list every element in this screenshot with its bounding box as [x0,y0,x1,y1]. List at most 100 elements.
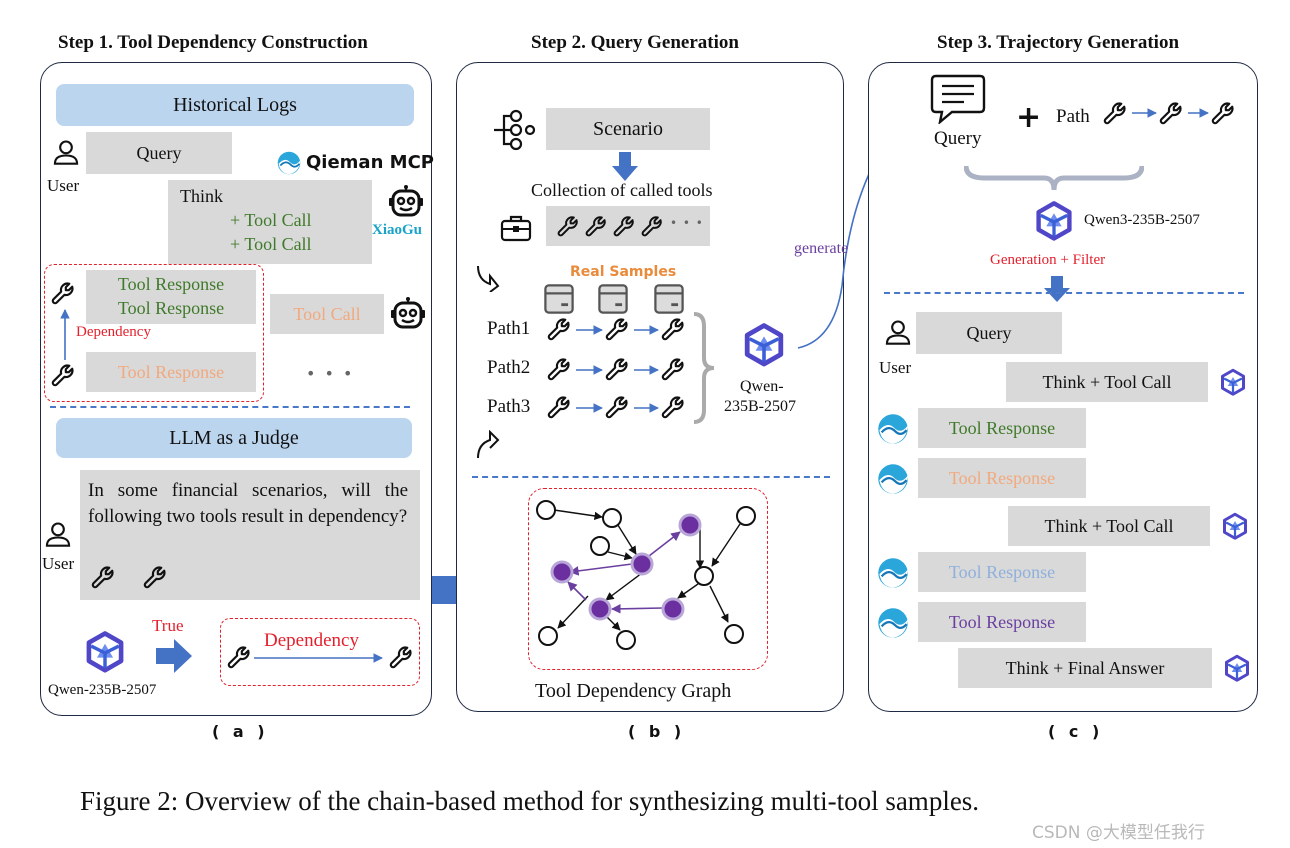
wrench-icon [51,364,74,387]
curved-arrow-bottom [477,430,500,459]
user-icon [53,140,79,165]
qieman-icon [877,607,909,639]
paths-diagram [547,318,684,419]
tool-response-text-1: Tool Response [117,274,225,294]
wrench-icon [641,216,662,237]
llm-judge-label: LLM as a Judge [169,426,299,449]
user-label: User [47,176,80,195]
divider-a [50,406,410,408]
divider-b [472,476,830,478]
qwen-label-b-2: 235B-2507 [724,398,796,415]
graph-node [602,508,622,528]
query-top-label: Query [934,128,982,149]
final-answer-text: Think + Final Answer [1005,657,1165,678]
dependency-result-box [220,618,420,686]
wrench-icon [613,216,634,237]
qieman-icon [877,413,909,445]
gen-filter-label: Generation + Filter [990,252,1106,268]
wrench-icon [547,358,570,381]
scenario-box: Scenario [546,108,710,150]
resp-box-1: Tool Response [918,408,1086,448]
think-call-box-1: Think + Tool Call [1006,362,1208,402]
historical-logs-bar: Historical Logs [56,84,414,126]
user-icon [885,320,911,345]
tool-response-pair-box: Tool Response Tool Response [86,270,256,324]
tools-collection-box: • • • [546,206,710,246]
wrench-icon [91,566,114,589]
query-box-c: Query [916,312,1062,354]
xiaogu-label: XiaoGu [372,222,423,238]
think-call-text-1: Think + Tool Call [1042,371,1172,392]
think-call-text-2: Think + Tool Call [1044,515,1174,536]
down-arrow-c [1044,276,1070,302]
resp-text-2: Tool Response [948,467,1056,488]
resp-text-1: Tool Response [948,417,1056,438]
doc-icon [653,283,685,315]
wrench-icon [1211,102,1234,125]
qwen-label-a: Qwen-235B-2507 [48,682,157,698]
wrench-icon [51,282,74,305]
true-arrow [156,639,192,673]
tool-response-box-3: Tool Response [86,352,256,392]
down-arrow-b [612,152,638,181]
graph-label: Tool Dependency Graph [535,680,732,702]
wrench-icon [1103,102,1126,125]
wrench-icon [661,358,684,381]
query-text: Query [136,142,182,163]
true-label: True [152,616,184,635]
user-label-2: User [42,554,75,573]
step2-title: Step 2. Query Generation [531,32,739,53]
wrench-icon [605,396,628,419]
path-label: Path [1056,106,1090,127]
doc-icon [597,283,629,315]
sub-label-c: ( c ) [1048,722,1104,741]
qieman-icon [877,557,909,589]
wrench-icon [389,646,412,669]
graph-node [694,566,714,586]
graph-node [724,624,744,644]
graph-node [678,513,702,537]
resp-box-2: Tool Response [918,458,1086,498]
dependency-arrow [60,309,70,360]
dependency-group [44,264,264,402]
think-box: Think + Tool Call + Tool Call [168,180,372,264]
graph-node [550,560,574,584]
query-box: Query [86,132,232,174]
graph-node [590,536,610,556]
graph-node [588,597,612,621]
tool-call-text-2: + Tool Call [230,234,312,254]
qwen3-label: Qwen3-235B-2507 [1084,212,1200,228]
robot-icon [390,296,426,329]
query-c-text: Query [966,322,1012,343]
qieman-icon [877,463,909,495]
dependency-result-arrow [254,653,383,663]
robot-icon [388,184,424,217]
qieman-icon [276,150,302,176]
graph-node [736,506,756,526]
watermark: CSDN @大模型任我行 [1032,823,1205,843]
collection-label: Collection of called tools [531,180,713,200]
ellipsis-b: • • • [670,216,704,230]
graph-node [630,552,654,576]
path-chain [1103,102,1234,125]
panel-b [456,62,844,712]
dependency-small-label: Dependency [76,324,151,340]
graph-box [528,488,768,670]
wrench-icon [1159,102,1182,125]
wrench-icon [557,216,578,237]
divider-c [884,292,1244,294]
graph-node [661,597,685,621]
figure-caption: Figure 2: Overview of the chain-based me… [80,786,980,816]
graph-node [538,626,558,646]
path3-label: Path3 [487,396,531,417]
qwen-icon [1032,200,1076,244]
tool-call-box-right: Tool Call [270,294,384,334]
qwen-icon [740,322,788,370]
wrench-icon [143,566,166,589]
wrench-icon [547,318,570,341]
ellipsis-a: • • • [306,364,355,383]
path2-label: Path2 [487,357,531,378]
resp-text-4: Tool Response [948,611,1056,632]
curved-arrow-top [477,265,500,292]
qieman-brand: Qieman MCP [306,152,434,173]
